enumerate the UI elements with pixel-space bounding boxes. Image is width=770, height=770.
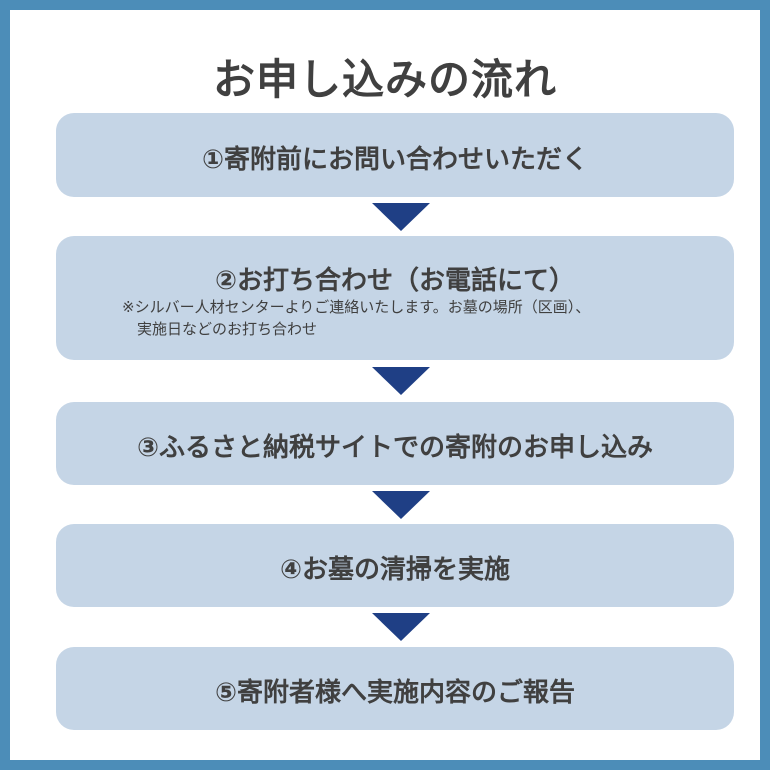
step-3-label: ③ふるさと納税サイトでの寄附のお申し込み (136, 433, 653, 463)
down-arrow-1 (372, 203, 430, 231)
down-arrow-3 (372, 491, 430, 519)
step-5-box: ⑤寄附者様へ実施内容のご報告 (56, 647, 734, 730)
step-2-box: ②お打ち合わせ（お電話にて） ※シルバー人材センターよりご連絡いたします。お墓の… (56, 236, 734, 360)
page-title: お申し込みの流れ (212, 55, 557, 104)
step-3-box: ③ふるさと納税サイトでの寄附のお申し込み (56, 402, 734, 485)
step-4-label: ④お墓の清掃を実施 (279, 555, 510, 585)
step-1-label: ①寄附前にお問い合わせいただく (201, 145, 588, 175)
down-arrow-2 (372, 367, 430, 395)
down-arrow-4 (372, 613, 430, 641)
step-2-note: ※シルバー人材センターよりご連絡いたします。お墓の場所（区画）、 実施日などのお… (122, 298, 591, 338)
step-1-box: ①寄附前にお問い合わせいただく (56, 113, 734, 197)
step-4-box: ④お墓の清掃を実施 (56, 524, 734, 607)
step-2-label: ②お打ち合わせ（お電話にて） (214, 266, 575, 296)
step-5-label: ⑤寄附者様へ実施内容のご報告 (214, 678, 575, 708)
